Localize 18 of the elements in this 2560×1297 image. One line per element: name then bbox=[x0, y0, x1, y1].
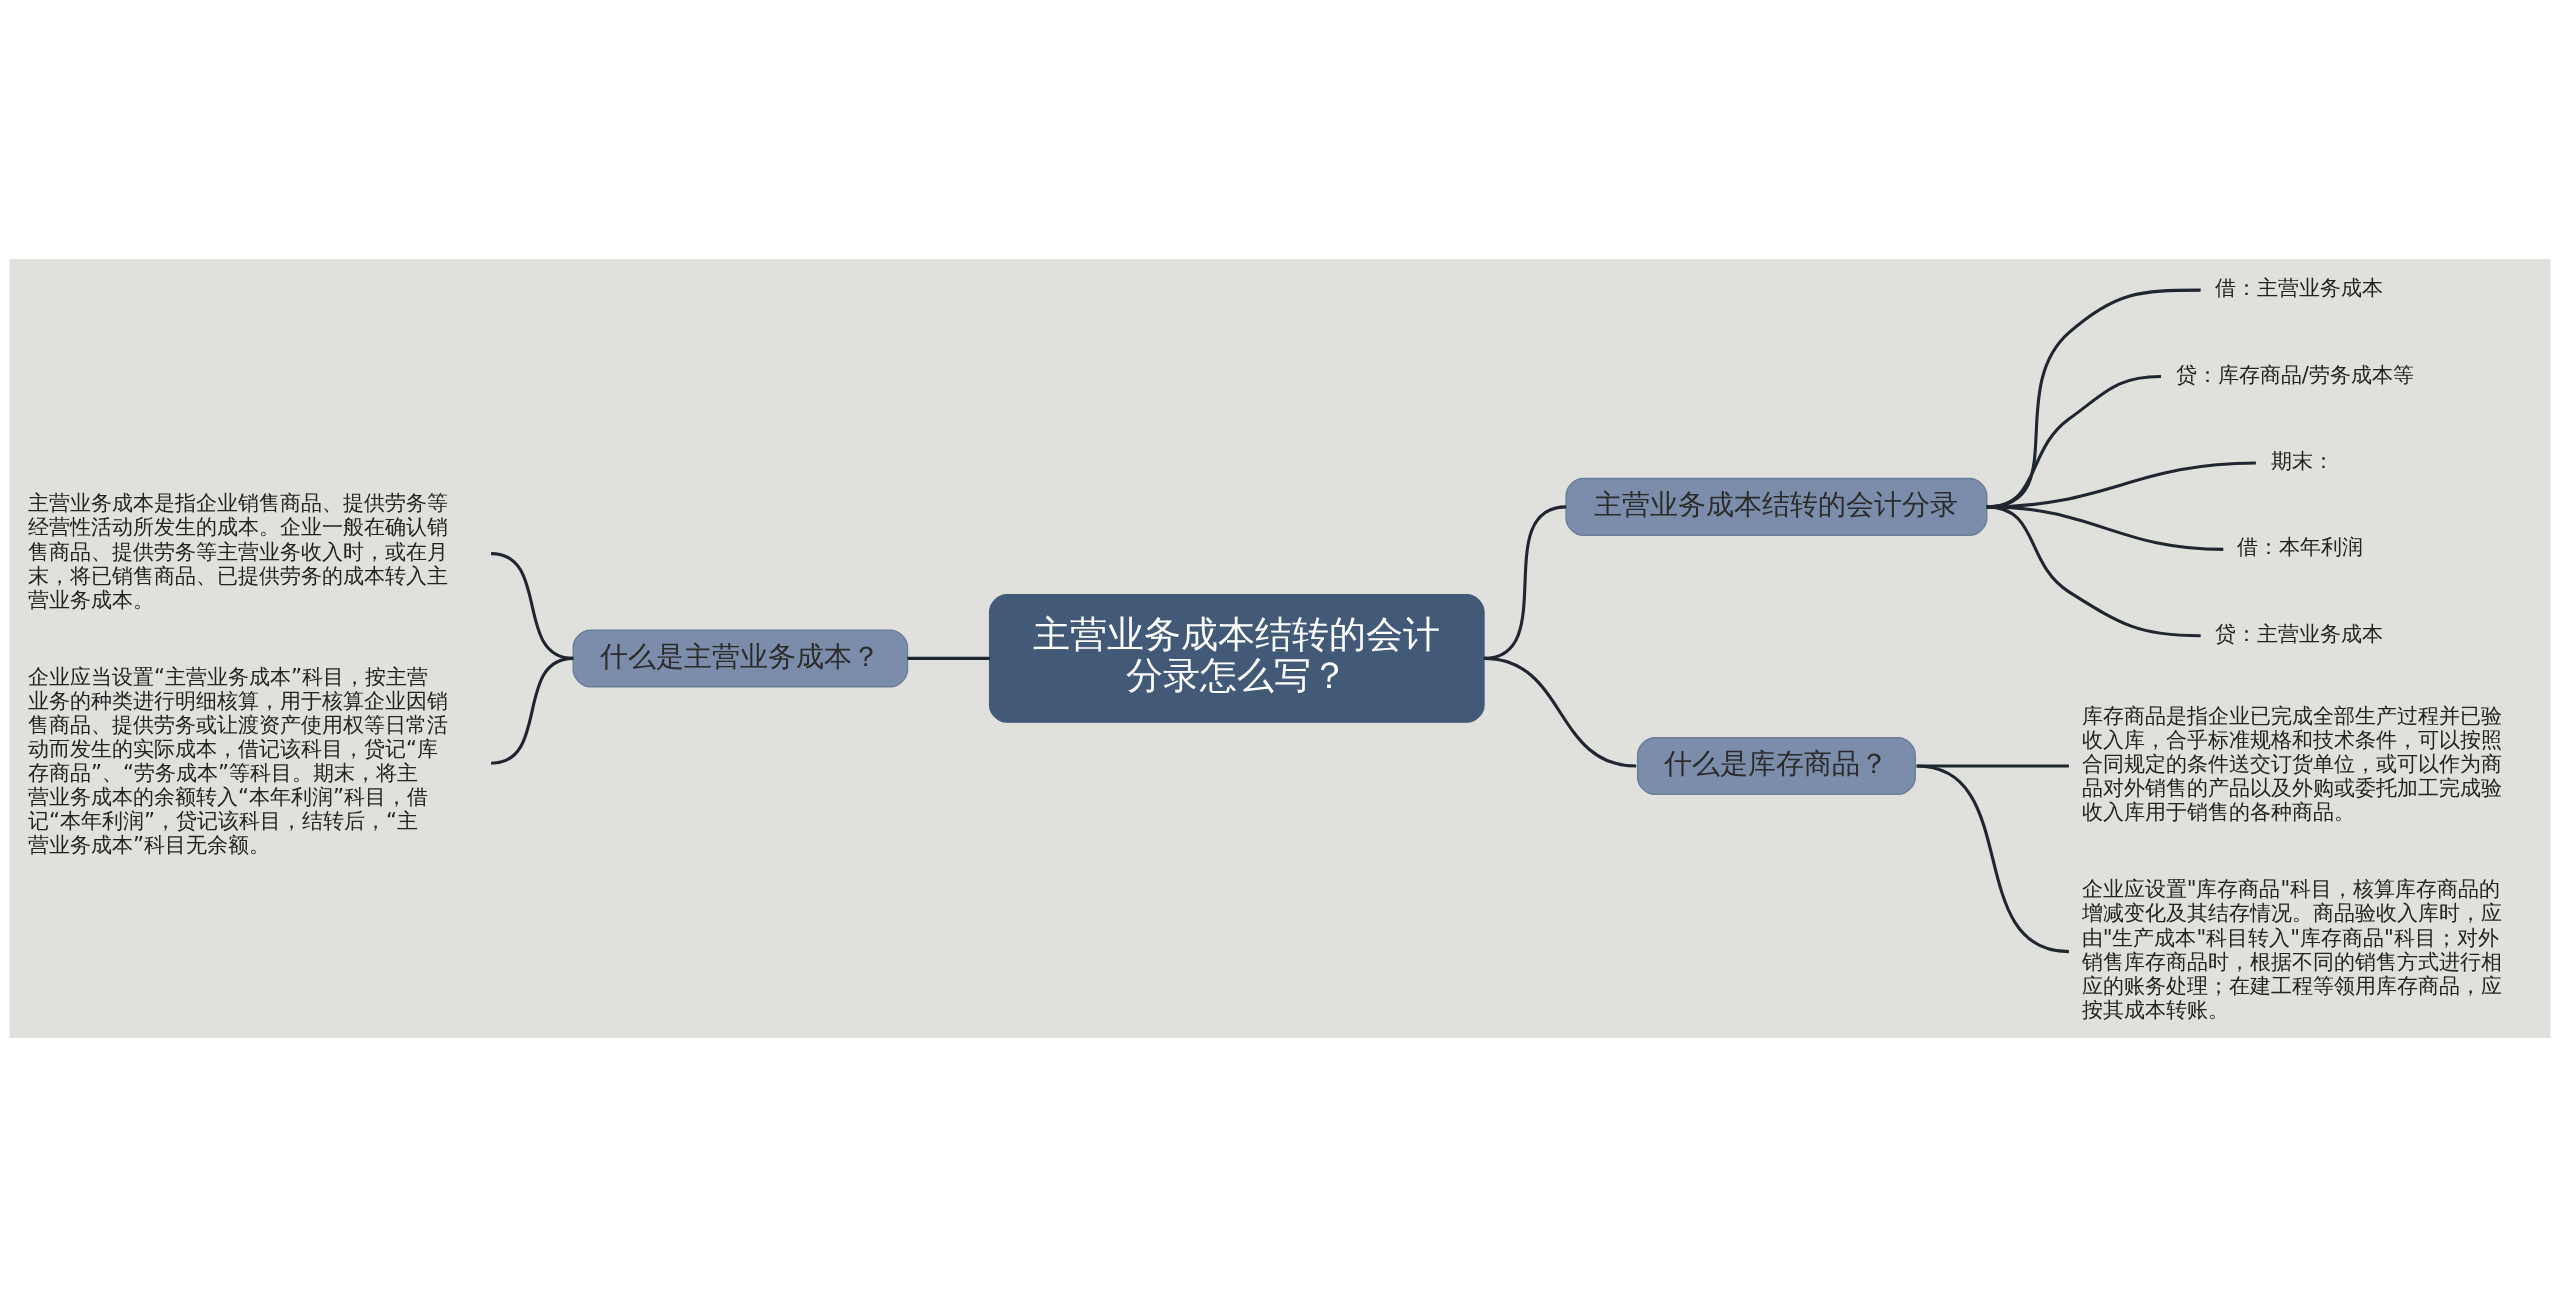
node-text: 贷：库存商品/劳务成本等 bbox=[2175, 361, 2415, 387]
node-box: 主营业务成本结转的会计分录 bbox=[1565, 477, 1988, 536]
node-text: 借：主营业务成本 bbox=[2214, 275, 2383, 301]
node-text: 企业应设置"库存商品"科目，核算库存商品的增减变化及其结存情况。商品验收入库时，应由"生产成本"科目转入"库存商品"科目；对外销售库存商品时，根据不同的销售方式进行相应的账务处理；在建工程等领用库存商品，应按其成本转账。 bbox=[2081, 876, 2502, 1022]
connector bbox=[490, 656, 574, 765]
connector bbox=[1986, 505, 2201, 638]
node-box: 主营业务成本结转的会计分录怎么写？ bbox=[988, 593, 1485, 723]
node-text: 借：本年利润 bbox=[2237, 534, 2364, 560]
node-box: 什么是主营业务成本？ bbox=[572, 629, 909, 688]
node-text: 期末： bbox=[2270, 447, 2334, 473]
connector bbox=[1916, 764, 2070, 954]
node-text: 主营业务成本是指企业销售商品、提供劳务等经营性活动所发生的成本。企业一般在确认销售商品、提供劳务等主营业务收入时，或在月末，将已销售商品、已提供劳务的成本转入主营业务成本。 bbox=[27, 490, 448, 612]
node-box: 什么是库存商品？ bbox=[1636, 737, 1916, 796]
connector bbox=[907, 656, 990, 660]
node-text: 企业应当设置“主营业务成本”科目，按主营业务的种类进行明细核算，用于核算企业因销售商品、提供劳务或让渡资产使用权等日常活动而发生的实际成本，借记该科目，贷记“库存商品”、“劳务成本”等科目。期末，将主营业务成本的余额转入“本年利润”科目，借记“本年利润”，贷记该科目，结转后，“主营业务成本”科目无余额。 bbox=[27, 663, 448, 858]
node-text: 贷：主营业务成本 bbox=[2214, 620, 2383, 646]
connector bbox=[1483, 656, 1637, 768]
node-text: 库存商品是指企业已完成全部生产过程并已验收入库，合乎标准规格和技术条件，可以按照合同规定的条件送交订货单位，或可以作为商品对外销售的产品以及外购或委托加工完成验收入库用于销售的各种商品。 bbox=[2081, 702, 2502, 825]
